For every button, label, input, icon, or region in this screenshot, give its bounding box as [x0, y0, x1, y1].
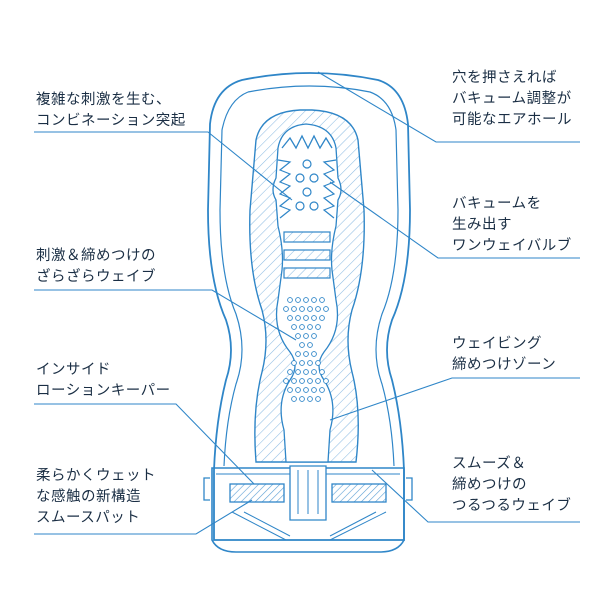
label-smooth-wave-line2: 締めつけの	[452, 475, 571, 496]
label-soft-pad-line1: 柔らかくウェット	[36, 466, 156, 487]
label-air-hole: 穴を押さえれば バキューム調整が 可能なエアホール	[452, 68, 572, 131]
label-one-way-valve: バキュームを 生み出す ワンウェイバルブ	[452, 194, 572, 257]
label-grainy-wave-line1: 刺激＆締めつけの	[36, 246, 156, 267]
wave-bands	[284, 232, 330, 278]
label-lotion-keeper-line1: インサイド	[36, 360, 171, 381]
label-grainy-wave-line2: ざらざらウェイブ	[36, 267, 156, 288]
label-lotion-keeper-line2: ローションキーパー	[36, 381, 171, 402]
left-smooth-pad	[230, 484, 284, 502]
label-one-way-valve-line2: 生み出す	[452, 215, 572, 236]
label-air-hole-line2: バキューム調整が	[452, 89, 572, 110]
label-complex-protrusions: 複雑な刺激を生む、 コンビネーション突起	[36, 90, 186, 132]
leader-grainy-wave	[34, 290, 296, 340]
right-base-clip	[406, 478, 412, 500]
inner-channel	[273, 124, 341, 462]
label-smooth-wave-line1: スムーズ＆	[452, 454, 571, 475]
left-base-clip	[204, 478, 210, 500]
label-waving-zone-line2: 締めつけゾーン	[452, 355, 556, 376]
leader-waving-zone	[330, 378, 580, 420]
label-soft-pad-line3: スムースパット	[36, 508, 156, 529]
label-waving-zone-line1: ウェイビング	[452, 334, 556, 355]
label-smooth-wave-line3: つるつるウェイブ	[452, 496, 571, 517]
label-one-way-valve-line1: バキュームを	[452, 194, 572, 215]
label-waving-zone: ウェイビング 締めつけゾーン	[452, 334, 556, 376]
label-smooth-wave: スムーズ＆ 締めつけの つるつるウェイブ	[452, 454, 571, 517]
label-air-hole-line1: 穴を押さえれば	[452, 68, 572, 89]
right-smooth-pad	[332, 484, 386, 502]
label-complex-protrusions-line1: 複雑な刺激を生む、	[36, 90, 186, 111]
label-lotion-keeper: インサイド ローションキーパー	[36, 360, 171, 402]
label-soft-pad: 柔らかくウェット な感触の新構造 スムースパット	[36, 466, 156, 529]
label-soft-pad-line2: な感触の新構造	[36, 487, 156, 508]
label-complex-protrusions-line2: コンビネーション突起	[36, 111, 186, 132]
inner-shell-outline-left	[220, 92, 248, 466]
label-air-hole-line3: 可能なエアホール	[452, 110, 572, 131]
label-one-way-valve-line3: ワンウェイバルブ	[452, 236, 572, 257]
label-grainy-wave: 刺激＆締めつけの ざらざらウェイブ	[36, 246, 156, 288]
